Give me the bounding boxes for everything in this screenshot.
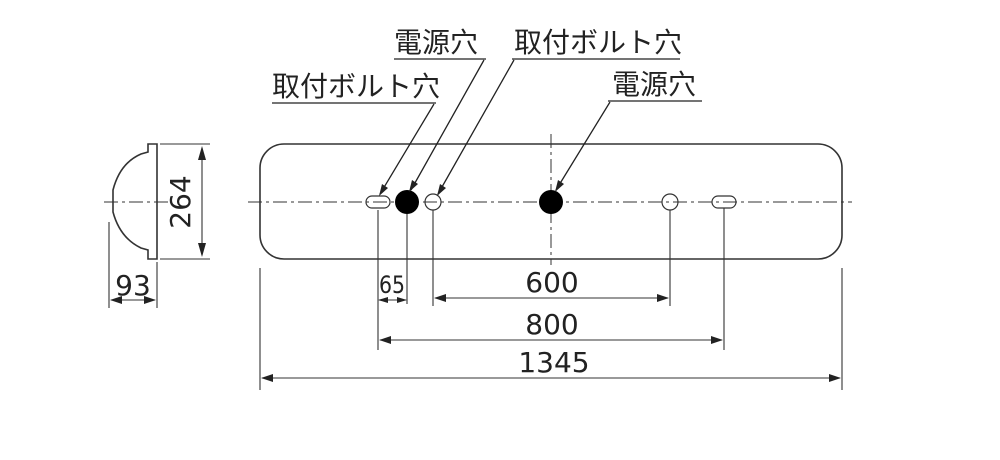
leader-mount-hole-left xyxy=(379,103,435,195)
power-hole-right xyxy=(539,190,563,214)
callout-power-hole-right: 電源穴 xyxy=(612,68,696,101)
dim-1345-arrow-right xyxy=(829,374,841,382)
dim-65-arrow-left xyxy=(378,297,388,303)
callout-mount-hole-center: 取付ボルト穴 xyxy=(514,26,682,59)
top-view: 取付ボルト穴 電源穴 取付ボルト穴 電源穴 65 600 800 xyxy=(248,26,852,390)
dim-1345-label: 1345 xyxy=(518,346,589,379)
leader-mount-hole-center xyxy=(437,59,515,195)
dim-1345-arrow-left xyxy=(261,374,273,382)
dim-600-label: 600 xyxy=(525,266,578,299)
leader-power-hole-right xyxy=(555,101,611,191)
mount-slot-left xyxy=(365,195,391,209)
dim-600-arrow-right xyxy=(657,294,669,302)
dim-65-arrow-right xyxy=(397,297,407,303)
dim-800-label: 800 xyxy=(525,308,578,341)
height-arrow-bottom xyxy=(198,243,206,257)
height-dimension-label: 264 xyxy=(164,175,197,228)
side-view: 264 93 xyxy=(104,143,210,308)
height-arrow-top xyxy=(198,146,206,160)
leader-arrow-mount-hole-center xyxy=(437,184,446,196)
callout-power-hole-left: 電源穴 xyxy=(394,26,478,59)
side-profile xyxy=(112,143,158,260)
dim-65-label: 65 xyxy=(379,271,405,299)
depth-arrow-left xyxy=(110,296,122,304)
depth-arrow-right xyxy=(144,296,156,304)
power-hole-left xyxy=(395,190,419,214)
leader-arrow-mount-hole-left xyxy=(379,184,388,196)
leader-arrow-power-hole-left xyxy=(409,180,418,192)
dim-600-arrow-left xyxy=(434,294,446,302)
callout-mount-hole-left: 取付ボルト穴 xyxy=(272,70,440,103)
dim-800-arrow-right xyxy=(711,336,723,344)
dim-800-arrow-left xyxy=(379,336,391,344)
leader-arrow-power-hole-right xyxy=(555,180,564,192)
leader-power-hole-left xyxy=(410,59,485,191)
depth-dimension-label: 93 xyxy=(115,269,151,302)
